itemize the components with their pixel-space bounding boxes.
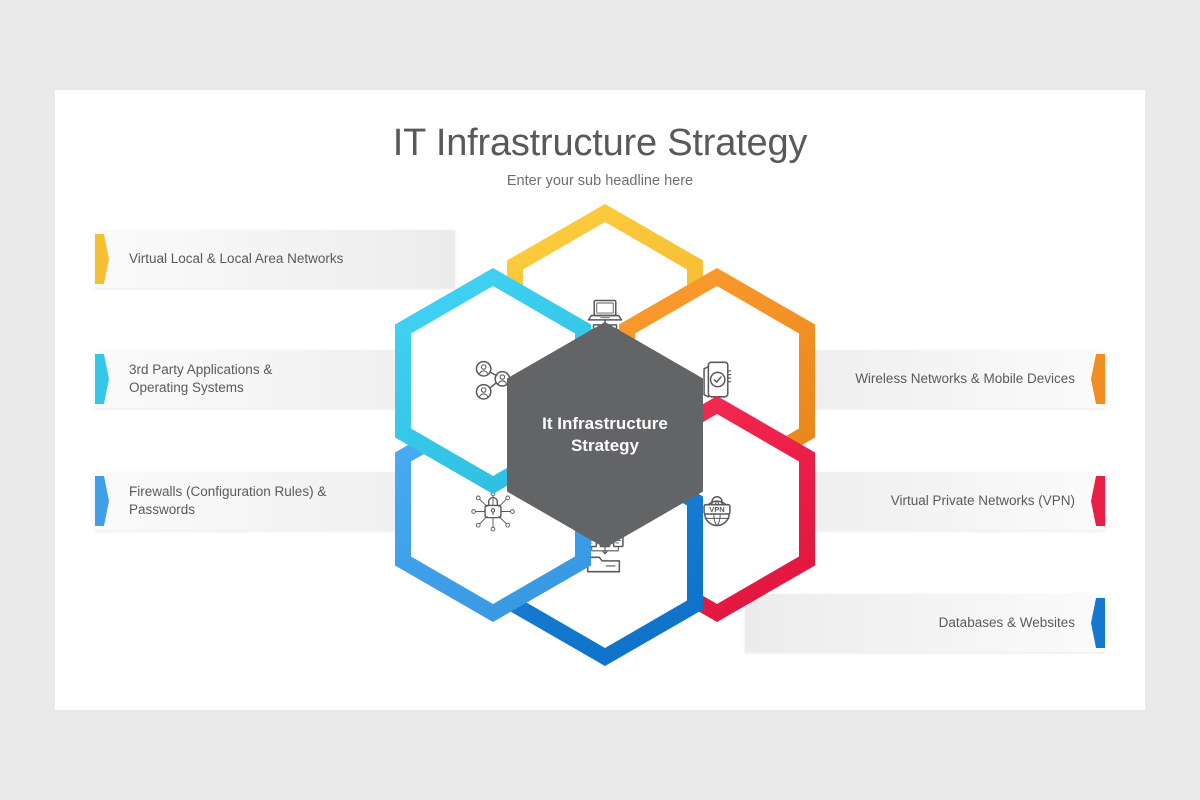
accent-tab-databases (1091, 598, 1105, 648)
label-text-wireless: Wireless Networks & Mobile Devices (855, 371, 1075, 386)
accent-tab-wireless (1091, 354, 1105, 404)
hub-label: It Infrastructure Strategy (542, 414, 668, 455)
hexagon-wheel: VPN (395, 200, 815, 670)
label-text-vpn: Virtual Private Networks (VPN) (890, 493, 1075, 508)
label-text-databases: Databases & Websites (938, 615, 1075, 630)
label-text-firewalls: Firewalls (Configuration Rules) & Passwo… (129, 484, 327, 517)
hub-hexagon: It Infrastructure Strategy (507, 322, 703, 548)
label-bar-vlan[interactable]: Virtual Local & Local Area Networks (95, 230, 455, 288)
label-plate (745, 594, 1105, 652)
label-text-thirdparty: 3rd Party Applications & Operating Syste… (129, 362, 273, 395)
accent-tab-vpn (1091, 476, 1105, 526)
accent-tab-thirdparty (95, 354, 109, 404)
accent-tab-vlan (95, 234, 109, 284)
accent-tab-firewalls (95, 476, 109, 526)
svg-text:VPN: VPN (709, 505, 725, 514)
vpn-globe-lock-icon: VPN (619, 396, 815, 622)
label-plate (95, 230, 455, 288)
cyber-lock-icon (395, 396, 591, 622)
users-network-icon (395, 268, 591, 494)
slide-card: IT Infrastructure Strategy Enter your su… (55, 90, 1145, 710)
page-title: IT Infrastructure Strategy (392, 122, 808, 164)
label-text-vlan: Virtual Local & Local Area Networks (129, 251, 344, 266)
label-bar-databases[interactable]: Databases & Websites (745, 594, 1105, 652)
page-subtitle: Enter your sub headline here (506, 173, 694, 189)
